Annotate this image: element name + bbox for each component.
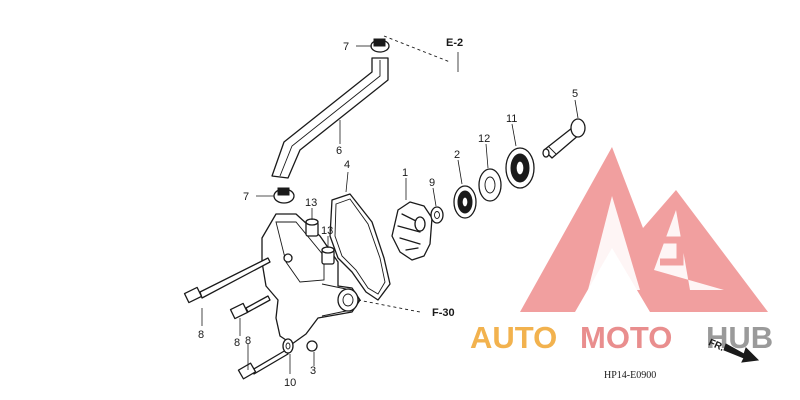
callout-4: 4 [344,159,350,171]
flange-bolt-mid [229,295,271,320]
callout-12: 12 [478,133,490,145]
sealing-washer [282,338,294,354]
hose-clamp-upper [370,38,390,53]
callout-2: 2 [454,149,460,161]
water-pump-cover [261,213,361,352]
callout-11: 11 [506,113,517,125]
ball-bearing [505,147,535,189]
ref-line-e2 [383,35,451,63]
callout-8-left: 8 [198,329,204,341]
callout-6: 6 [336,145,342,157]
pump-shaft [542,118,586,159]
mechanical-seal [453,185,477,219]
ref-e2: E-2 [446,37,463,49]
oil-seal [478,168,502,202]
pump-impeller [391,201,433,261]
hose-clamp-lower [273,187,295,204]
callout-10: 10 [284,377,296,389]
watermark-text: AUTO MOTO HUB [470,320,773,355]
water-hose [271,57,389,179]
ref-f30: F-30 [432,307,455,319]
dowel-pin-upper [305,218,319,237]
ref-line-f30 [357,299,421,313]
watermark-logo [520,147,768,312]
callout-13-lower: 13 [321,225,333,237]
washer [430,206,444,224]
callout-7-lower: 7 [243,191,249,203]
callout-13-upper: 13 [305,197,317,209]
callout-7-upper: 7 [343,41,349,53]
pump-cover-gasket [329,193,391,301]
watermark-hub: HUB [706,320,773,355]
flange-bolt-lower [237,349,289,380]
watermark-moto: MOTO [580,320,672,355]
dowel-pin-lower [321,246,335,265]
callout-1: 1 [402,167,408,179]
callout-5: 5 [572,88,578,100]
callout-9: 9 [429,177,435,189]
callout-8-lower: 8 [245,335,251,347]
figure-code: HP14-E0900 [604,370,656,381]
flange-bolt-long [183,257,271,304]
watermark-auto: AUTO [470,320,557,355]
callout-3: 3 [310,365,316,377]
callout-8-middle: 8 [234,337,240,349]
